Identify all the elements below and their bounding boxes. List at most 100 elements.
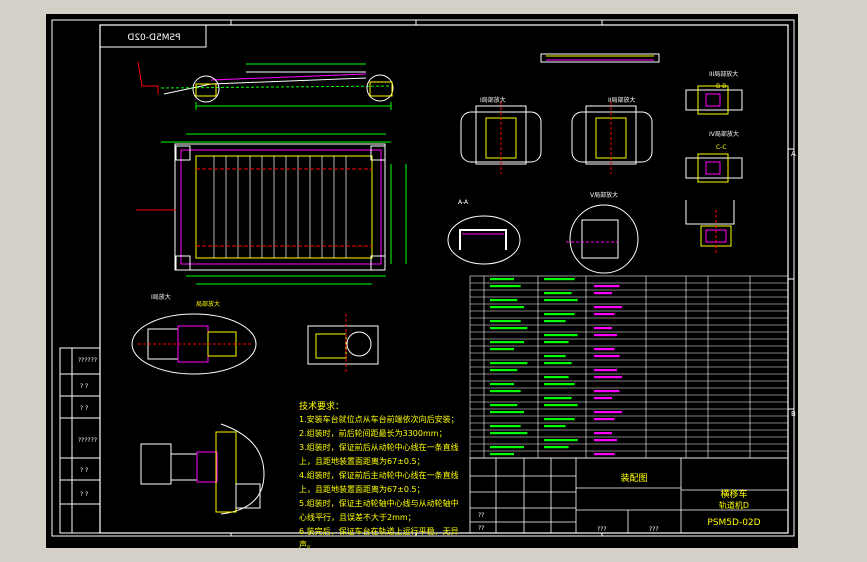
table-cell-text <box>490 306 524 309</box>
title-cell-q3: ?? <box>478 512 484 519</box>
tech-item-10: 声。 <box>299 539 315 548</box>
code-stamp-mirrored: PSM5D-02D <box>127 33 180 43</box>
title-cell-q1: ??? <box>597 526 607 533</box>
table-cell-text <box>544 446 569 449</box>
stamp-cell-2: ? ? <box>80 383 88 390</box>
stamp-cell-5: ? ? <box>80 467 88 474</box>
table-cell-text <box>544 362 572 365</box>
section-cc-view <box>685 153 743 183</box>
wheel-detail-left <box>460 102 542 174</box>
title-drawing-code: PSM5D-02D <box>707 518 760 528</box>
table-cell-text <box>490 390 521 393</box>
table-cell-text <box>594 397 612 400</box>
title-block <box>469 457 789 534</box>
label-enlarged-3: III局部放大 <box>709 70 738 78</box>
tech-item-3: 3.组装时，保证前后从动轮中心线在一条直线 <box>299 442 459 452</box>
title-cell-q4: ?? <box>478 525 484 532</box>
tech-item-9: 6.装完后，保证车台在轨道上运行平稳，无异 <box>299 526 459 536</box>
table-cell-text <box>594 306 622 309</box>
title-product-name: 横移车 <box>720 488 747 500</box>
tech-item-5: 4.组装时，保证前后主动轮中心线在一条直线 <box>299 470 459 480</box>
plan-view <box>136 133 407 285</box>
border-letter-b: B <box>791 410 796 418</box>
table-cell-text <box>594 285 620 288</box>
code-stamp-box <box>99 24 207 48</box>
table-cell-text <box>544 320 566 323</box>
tech-requirements: 技术要求： 1.安装车台就位点从车台前端依次向后安装； 2.组装时，前后轮间距最… <box>299 400 459 548</box>
cad-drawing: A B PSM5D-02D ?????? ? ? ? ? ?????? ? ? … <box>51 19 796 548</box>
table-cell-text <box>544 278 575 281</box>
table-cell-text <box>594 432 612 435</box>
table-cell-text <box>594 418 615 421</box>
title-cell-q2: ??? <box>649 526 659 533</box>
table-cell-text <box>594 292 612 295</box>
table-cell-text <box>594 369 617 372</box>
table-cell-text <box>544 376 569 379</box>
table-cell-text <box>544 334 578 337</box>
label-section-aa: A-A <box>458 199 469 206</box>
label-enlarged-2: II局部放大 <box>608 96 636 104</box>
gear-unit-view <box>307 314 379 374</box>
stamp-cell-1: ?????? <box>78 357 97 364</box>
circle-detail-view <box>566 204 639 274</box>
motor-enlarged-view <box>131 313 257 375</box>
label-section-cc: C-C <box>716 144 727 151</box>
title-assembly-label: 装配图 <box>620 472 647 484</box>
table-cell-text <box>594 439 617 442</box>
label-section-bb: B-B <box>716 83 726 90</box>
stamp-cell-3: ? ? <box>80 405 88 412</box>
rail-profile-view <box>540 53 660 63</box>
table-cell-text <box>544 418 575 421</box>
label-enlarged-motor: I局放大 <box>151 293 171 301</box>
table-cell-text <box>544 355 566 358</box>
tech-item-7: 5.组装时，保证主动轮轴中心线与从动轮轴中 <box>299 498 459 508</box>
table-cell-text <box>490 425 521 428</box>
table-cell-text <box>490 348 514 351</box>
table-cell-text <box>490 320 521 323</box>
table-cell-text <box>490 341 524 344</box>
border-letter-a: A <box>791 150 796 158</box>
table-cell-text <box>544 299 578 302</box>
left-stamp: ?????? ? ? ? ? ?????? ? ? ? ? <box>59 347 101 534</box>
table-cell-text <box>490 369 518 372</box>
tech-title: 技术要求： <box>299 400 344 412</box>
tech-item-6: 上，且距地装置面距离为67±0.5； <box>299 484 425 494</box>
table-cell-text <box>594 390 620 393</box>
wheel-detail-right <box>571 102 653 174</box>
lower-motor-view <box>140 423 265 515</box>
table-cell-text <box>490 404 518 407</box>
table-cell-text <box>544 313 575 316</box>
table-cell-text <box>490 432 528 435</box>
stamp-cell-4: ?????? <box>78 437 97 444</box>
table-cell-text <box>544 439 578 442</box>
label-enlarged-5: V局部放大 <box>590 191 618 199</box>
table-cell-text <box>544 404 578 407</box>
table-cell-text <box>594 355 620 358</box>
table-cell-text <box>544 397 572 400</box>
table-cell-text <box>594 453 615 456</box>
tech-item-4: 上，且距地装置面距离为67±0.5； <box>299 456 425 466</box>
table-cell-text <box>594 313 615 316</box>
table-cell-text <box>490 453 514 456</box>
table-cell-text <box>594 348 615 351</box>
border-ticks <box>230 20 794 536</box>
table-cell-text <box>490 383 514 386</box>
section-aa-view <box>447 215 521 265</box>
table-cell-text <box>594 411 622 414</box>
label-enlarged-small: 局部放大 <box>196 300 220 308</box>
table-cell-text <box>594 334 617 337</box>
cad-viewport[interactable]: A B PSM5D-02D ?????? ? ? ? ? ?????? ? ? … <box>46 14 798 548</box>
table-cell-text <box>490 411 524 414</box>
tech-item-8: 心线平行，且误差不大于2mm； <box>299 512 416 522</box>
table-cell-text <box>490 278 514 281</box>
table-cell-text <box>490 446 524 449</box>
outer-frame <box>51 19 795 537</box>
label-enlarged-4: IV局部放大 <box>709 130 739 138</box>
stamp-cell-6: ? ? <box>80 491 88 498</box>
table-cell-text <box>490 285 521 288</box>
table-cell-text <box>544 292 572 295</box>
table-cell-text <box>544 341 569 344</box>
tech-item-2: 2.组装时，前后轮间距最长为3300mm； <box>299 428 447 438</box>
table-cell-text <box>490 299 518 302</box>
section-bb-view <box>685 85 743 115</box>
